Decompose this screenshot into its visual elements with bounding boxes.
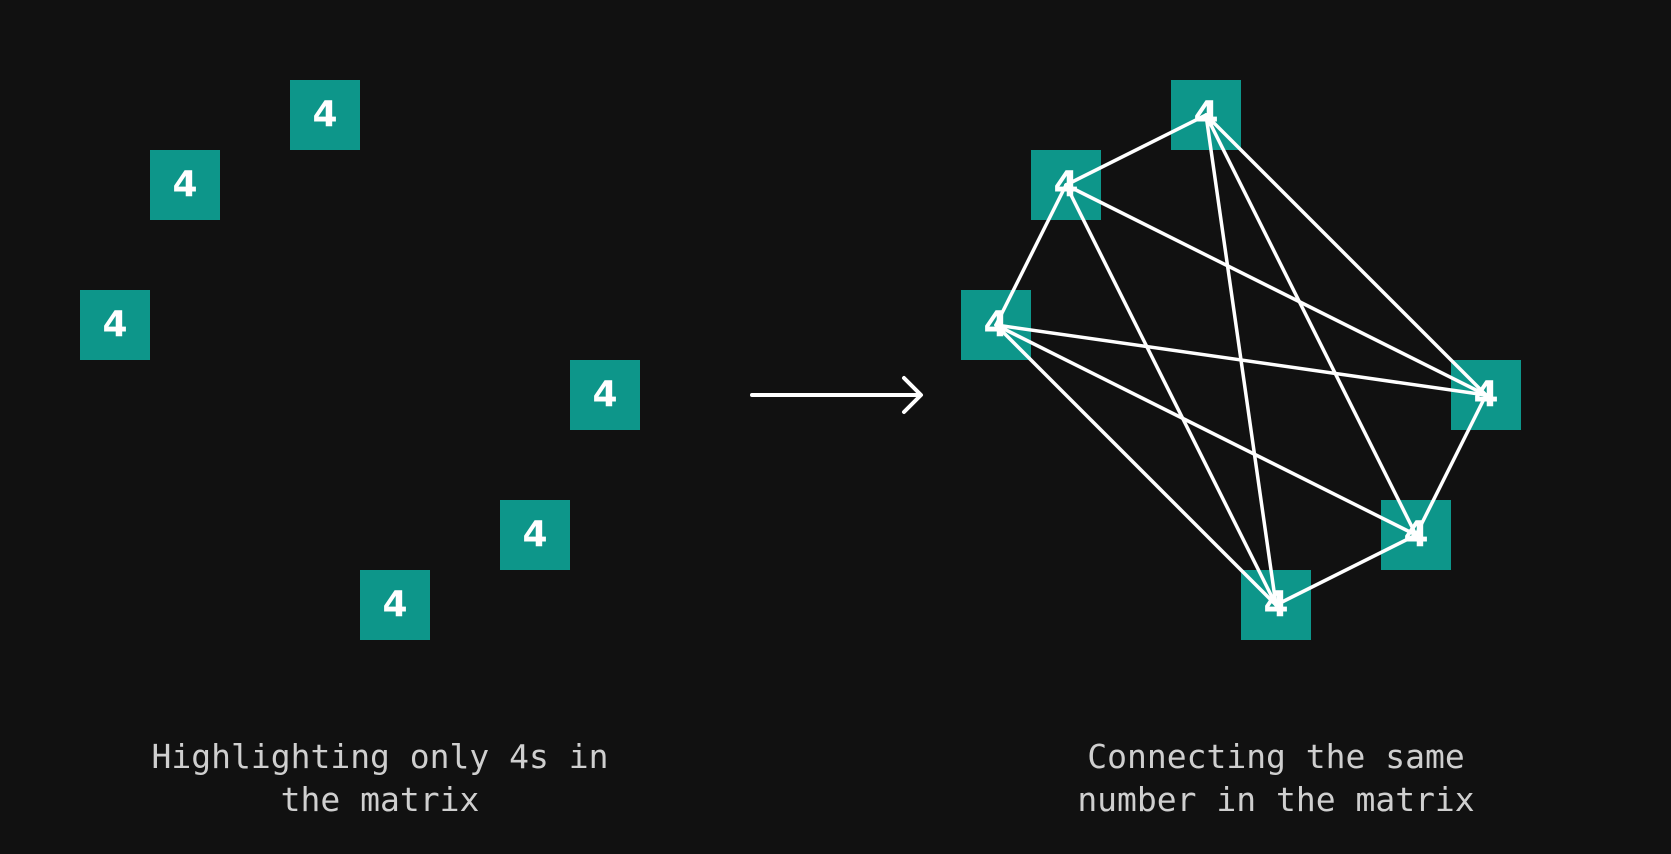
edge-1-2 (1064, 113, 1208, 187)
edge-3-6 (994, 323, 1278, 607)
edge-5-6 (1274, 533, 1418, 607)
edge-2-6 (1064, 183, 1278, 607)
left-cell-2: 4 (150, 150, 220, 220)
edge-3-5 (994, 323, 1418, 537)
edge-2-4 (1064, 183, 1488, 397)
arrow-right-icon (750, 376, 923, 414)
left-cell-1: 4 (290, 80, 360, 150)
edge-2-3 (994, 183, 1068, 327)
right-caption: Connecting the same number in the matrix (1077, 737, 1475, 819)
edge-1-4 (1204, 113, 1488, 397)
left-caption: Highlighting only 4s in the matrix (151, 737, 609, 819)
edge-4-5 (1414, 393, 1488, 537)
edge-1-5 (1204, 113, 1418, 537)
left-cell-6: 4 (360, 570, 430, 640)
left-cell-3: 4 (80, 290, 150, 360)
left-cell-4: 4 (570, 360, 640, 430)
edge-3-4 (994, 323, 1488, 397)
left-cell-5: 4 (500, 500, 570, 570)
